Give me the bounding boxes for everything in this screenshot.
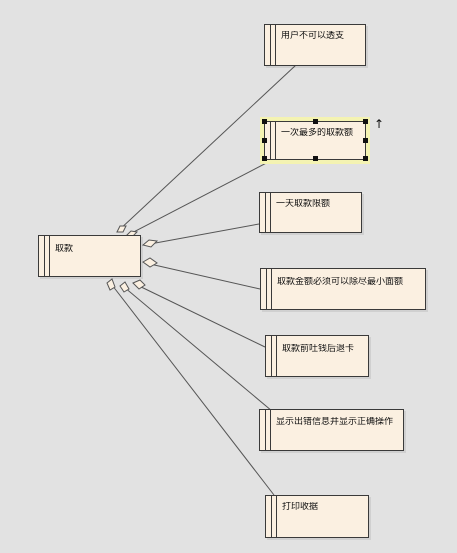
association-line-n7 [111, 284, 275, 496]
constraint-node-min-denomination-label: 取款金额必须可以除尽最小面额 [277, 277, 404, 287]
aggregation-diamond-n7 [106, 278, 116, 291]
up-arrow-cursor-icon: ↑ [374, 117, 385, 131]
aggregation-diamond-n6 [119, 281, 130, 293]
resize-handle-e[interactable] [363, 138, 368, 143]
aggregation-diamond-n5 [132, 279, 146, 290]
aggregation-diamond-n1 [116, 225, 127, 233]
association-line-n3 [149, 223, 260, 245]
resize-handle-ne[interactable] [363, 119, 368, 124]
constraint-node-no-overdraft-label: 用户不可以透支 [281, 31, 345, 41]
association-line-n2 [125, 157, 277, 237]
withdraw-usecase-label: 取款 [55, 244, 74, 254]
constraint-node-min-denomination[interactable]: 取款金额必须可以除尽最小面额 [260, 268, 426, 310]
association-line-n5 [132, 282, 266, 348]
constraint-node-print-receipt[interactable]: 打印收据 [265, 495, 369, 538]
resize-handle-se[interactable] [363, 156, 368, 161]
constraint-node-daily-limit[interactable]: 一天取款限额 [259, 192, 362, 233]
constraint-node-cash-before-card-label: 取款前吐钱后退卡 [282, 344, 355, 354]
constraint-node-max-per-withdrawal-label: 一次最多的取款额 [281, 128, 354, 138]
association-line-n4 [149, 263, 261, 290]
resize-handle-s[interactable] [313, 156, 318, 161]
aggregation-diamond-n4 [142, 257, 158, 268]
constraint-node-cash-before-card[interactable]: 取款前吐钱后退卡 [265, 335, 369, 377]
constraint-node-daily-limit-label: 一天取款限额 [276, 199, 331, 209]
constraint-node-max-per-withdrawal[interactable]: 一次最多的取款额 [260, 117, 370, 164]
aggregation-diamond-n3 [141, 239, 159, 248]
constraint-node-no-overdraft[interactable]: 用户不可以透支 [264, 24, 366, 66]
resize-handle-nw[interactable] [262, 119, 267, 124]
resize-handle-sw[interactable] [262, 156, 267, 161]
constraint-node-print-receipt-label: 打印收据 [282, 502, 319, 512]
association-line-n1 [116, 64, 297, 233]
association-line-n6 [123, 286, 273, 412]
constraint-node-error-message-label: 显示出错信息并显示正确操作 [276, 417, 394, 427]
resize-handle-w[interactable] [262, 138, 267, 143]
constraint-node-error-message[interactable]: 显示出错信息并显示正确操作 [259, 409, 404, 451]
withdraw-usecase-node[interactable]: 取款 [38, 235, 141, 277]
resize-handle-n[interactable] [313, 119, 318, 124]
